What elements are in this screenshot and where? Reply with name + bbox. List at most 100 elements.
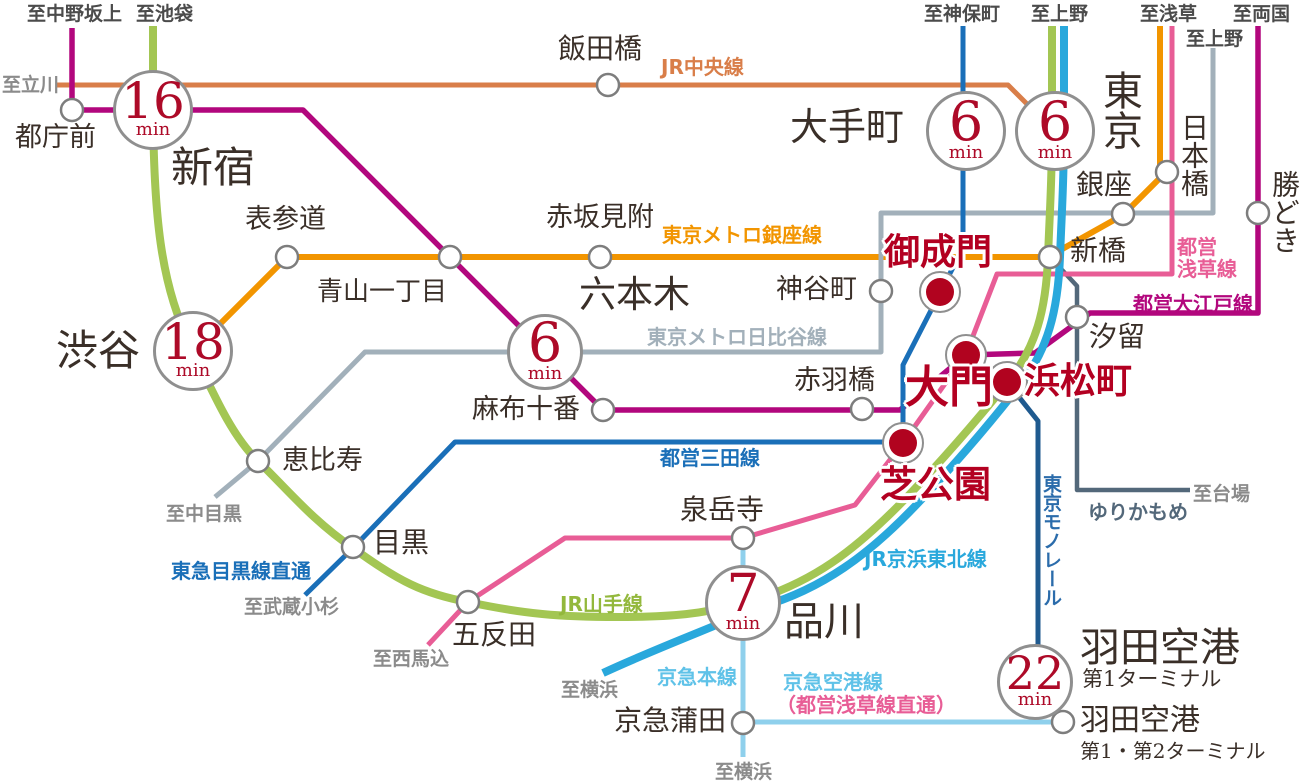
station-kachidoki	[1245, 200, 1271, 226]
line-metro-ginza	[190, 26, 1163, 354]
station-label-gotanda: 五反田	[452, 618, 537, 651]
line-label-yamanote: JR山手線	[560, 592, 643, 616]
area-shinjuku: 新宿	[171, 143, 256, 192]
line-jr-yamanote	[149, 26, 1056, 621]
line-label-asakusa-through: （都営浅草線直通）	[776, 693, 956, 717]
airport-haneda-terminal12: 羽田空港	[1080, 703, 1200, 738]
line-label-jr-chuo: JR中央線	[661, 55, 744, 79]
badge-otemachi-value: 6	[948, 90, 984, 154]
badge-roppongi-value: 6	[527, 311, 563, 375]
station-label-kachidoki: 勝どき	[1268, 170, 1300, 254]
station-akasaka-mitsuke	[587, 244, 613, 270]
highlight-label-hamamatsucho: 浜松町	[1024, 360, 1133, 402]
dest-musashikosugi: 至武蔵小杉	[244, 596, 340, 618]
station-label-omotesando: 表参道	[245, 204, 326, 235]
station-azabu-juban	[590, 397, 616, 423]
station-label-iidabashi: 飯田橋	[558, 32, 643, 65]
highlight-label-shibakoen: 芝公園	[880, 462, 991, 506]
station-sengakuji	[730, 525, 756, 551]
dest-ueno-jr: 至上野	[1031, 3, 1089, 25]
line-label-monorail: 東京モノレール	[1040, 474, 1062, 607]
dest-nishimagome: 至西馬込	[373, 648, 450, 670]
station-label-nihombashi: 日本橋	[1177, 113, 1210, 197]
dest-tachikawa: 至立川	[2, 74, 60, 96]
station-label-tochomae: 都庁前	[15, 122, 96, 153]
dest-yokohama-keikyu: 至横浜	[715, 761, 773, 783]
station-label-akabanebashi: 赤羽橋	[794, 365, 875, 396]
dest-asakusa: 至浅草	[1140, 3, 1198, 25]
station-daimon	[952, 341, 980, 369]
line-label-keikyu-main: 京急本線	[657, 665, 737, 689]
station-nihombashi	[1154, 159, 1180, 185]
station-label-keikyu-kamata: 京急蒲田	[614, 704, 727, 737]
station-iidabashi	[595, 72, 621, 98]
station-meguro	[340, 534, 366, 560]
badge-shinagawa-unit: min	[725, 612, 761, 634]
dest-ikebukuro: 至池袋	[136, 3, 194, 25]
area-shibuya: 渋谷	[56, 326, 141, 375]
badge-shinjuku-unit: min	[135, 119, 171, 140]
line-label-tokyu-meguro: 東急目黒線直通	[171, 559, 311, 583]
station-hamamatsucho	[993, 368, 1021, 396]
station-shiodome	[1064, 304, 1090, 330]
airport-haneda-terminal12-sub: 第1・第2ターミナル	[1080, 739, 1266, 763]
area-otemachi: 大手町	[790, 105, 905, 149]
line-label-yurikamome: ゆりかもめ	[1088, 500, 1188, 524]
station-ebisu	[245, 448, 271, 474]
station-label-azabu-juban: 麻布十番	[472, 394, 580, 425]
station-haneda-terminal-1-2	[1050, 709, 1076, 735]
station-shibakoen	[889, 429, 917, 457]
line-label-keihin-tohoku: JR京浜東北線	[864, 547, 987, 571]
badge-haneda-unit: min	[1017, 689, 1053, 711]
station-label-shimbashi: 新橋	[1070, 234, 1127, 267]
station-keikyu-kamata	[730, 710, 756, 736]
station-gotanda	[455, 589, 481, 615]
line-label-mita: 都営三田線	[660, 446, 760, 470]
station-kamiyacho	[868, 278, 894, 304]
badge-haneda-value: 22	[1005, 645, 1065, 700]
dest-ryogoku: 至両国	[1233, 3, 1291, 25]
line-label-hibiya: 東京メトロ日比谷線	[647, 325, 827, 349]
station-aoyama-itchome	[437, 244, 463, 270]
station-label-akasaka-mitsuke: 赤坂見附	[546, 202, 654, 233]
line-tokyo-monorail	[1005, 380, 1041, 662]
line-label-oedo: 都営大江戸線	[1133, 292, 1253, 316]
station-onarimon	[926, 278, 954, 306]
badge-otemachi-unit: min	[948, 141, 984, 163]
station-label-aoyama-itchome: 青山一丁目	[317, 277, 448, 307]
badge-tokyo-value: 6	[1037, 90, 1073, 154]
station-label-sengakuji: 泉岳寺	[680, 493, 765, 526]
dest-ueno-hibiya: 至上野	[1186, 28, 1244, 50]
dest-daiba: 至台場	[1193, 483, 1251, 505]
station-label-ebisu: 恵比寿	[282, 445, 363, 476]
badge-shibuya-value: 18	[161, 313, 225, 371]
line-label-ginza: 東京メトロ銀座線	[662, 223, 822, 247]
area-tokyo: 東京	[1096, 70, 1142, 150]
airport-haneda-terminal1-sub: 第1ターミナル	[1082, 667, 1222, 691]
highlight-label-daimon: 大門	[905, 362, 993, 413]
station-omotesando	[274, 244, 300, 270]
station-ginza	[1110, 201, 1136, 227]
area-roppongi: 六本木	[579, 273, 690, 316]
highlight-label-onarimon: 御成門	[884, 231, 993, 273]
line-toei-asakusa	[426, 26, 1175, 647]
badge-shibuya-unit: min	[175, 360, 211, 381]
station-akabanebashi	[849, 396, 875, 422]
badge-roppongi-unit: min	[527, 362, 563, 384]
line-label-keikyu-airport: 京急空港線	[783, 670, 883, 694]
station-tochomae	[59, 97, 85, 123]
area-shinagawa: 品川	[784, 599, 864, 645]
badge-tokyo-unit: min	[1037, 141, 1073, 163]
line-label-asakusa: 都営 浅草線	[1177, 235, 1237, 282]
badge-shinagawa-value: 7	[726, 564, 760, 625]
station-label-shiodome: 汐留	[1089, 320, 1146, 353]
dest-nakano-sakaue: 至中野坂上	[27, 3, 123, 25]
